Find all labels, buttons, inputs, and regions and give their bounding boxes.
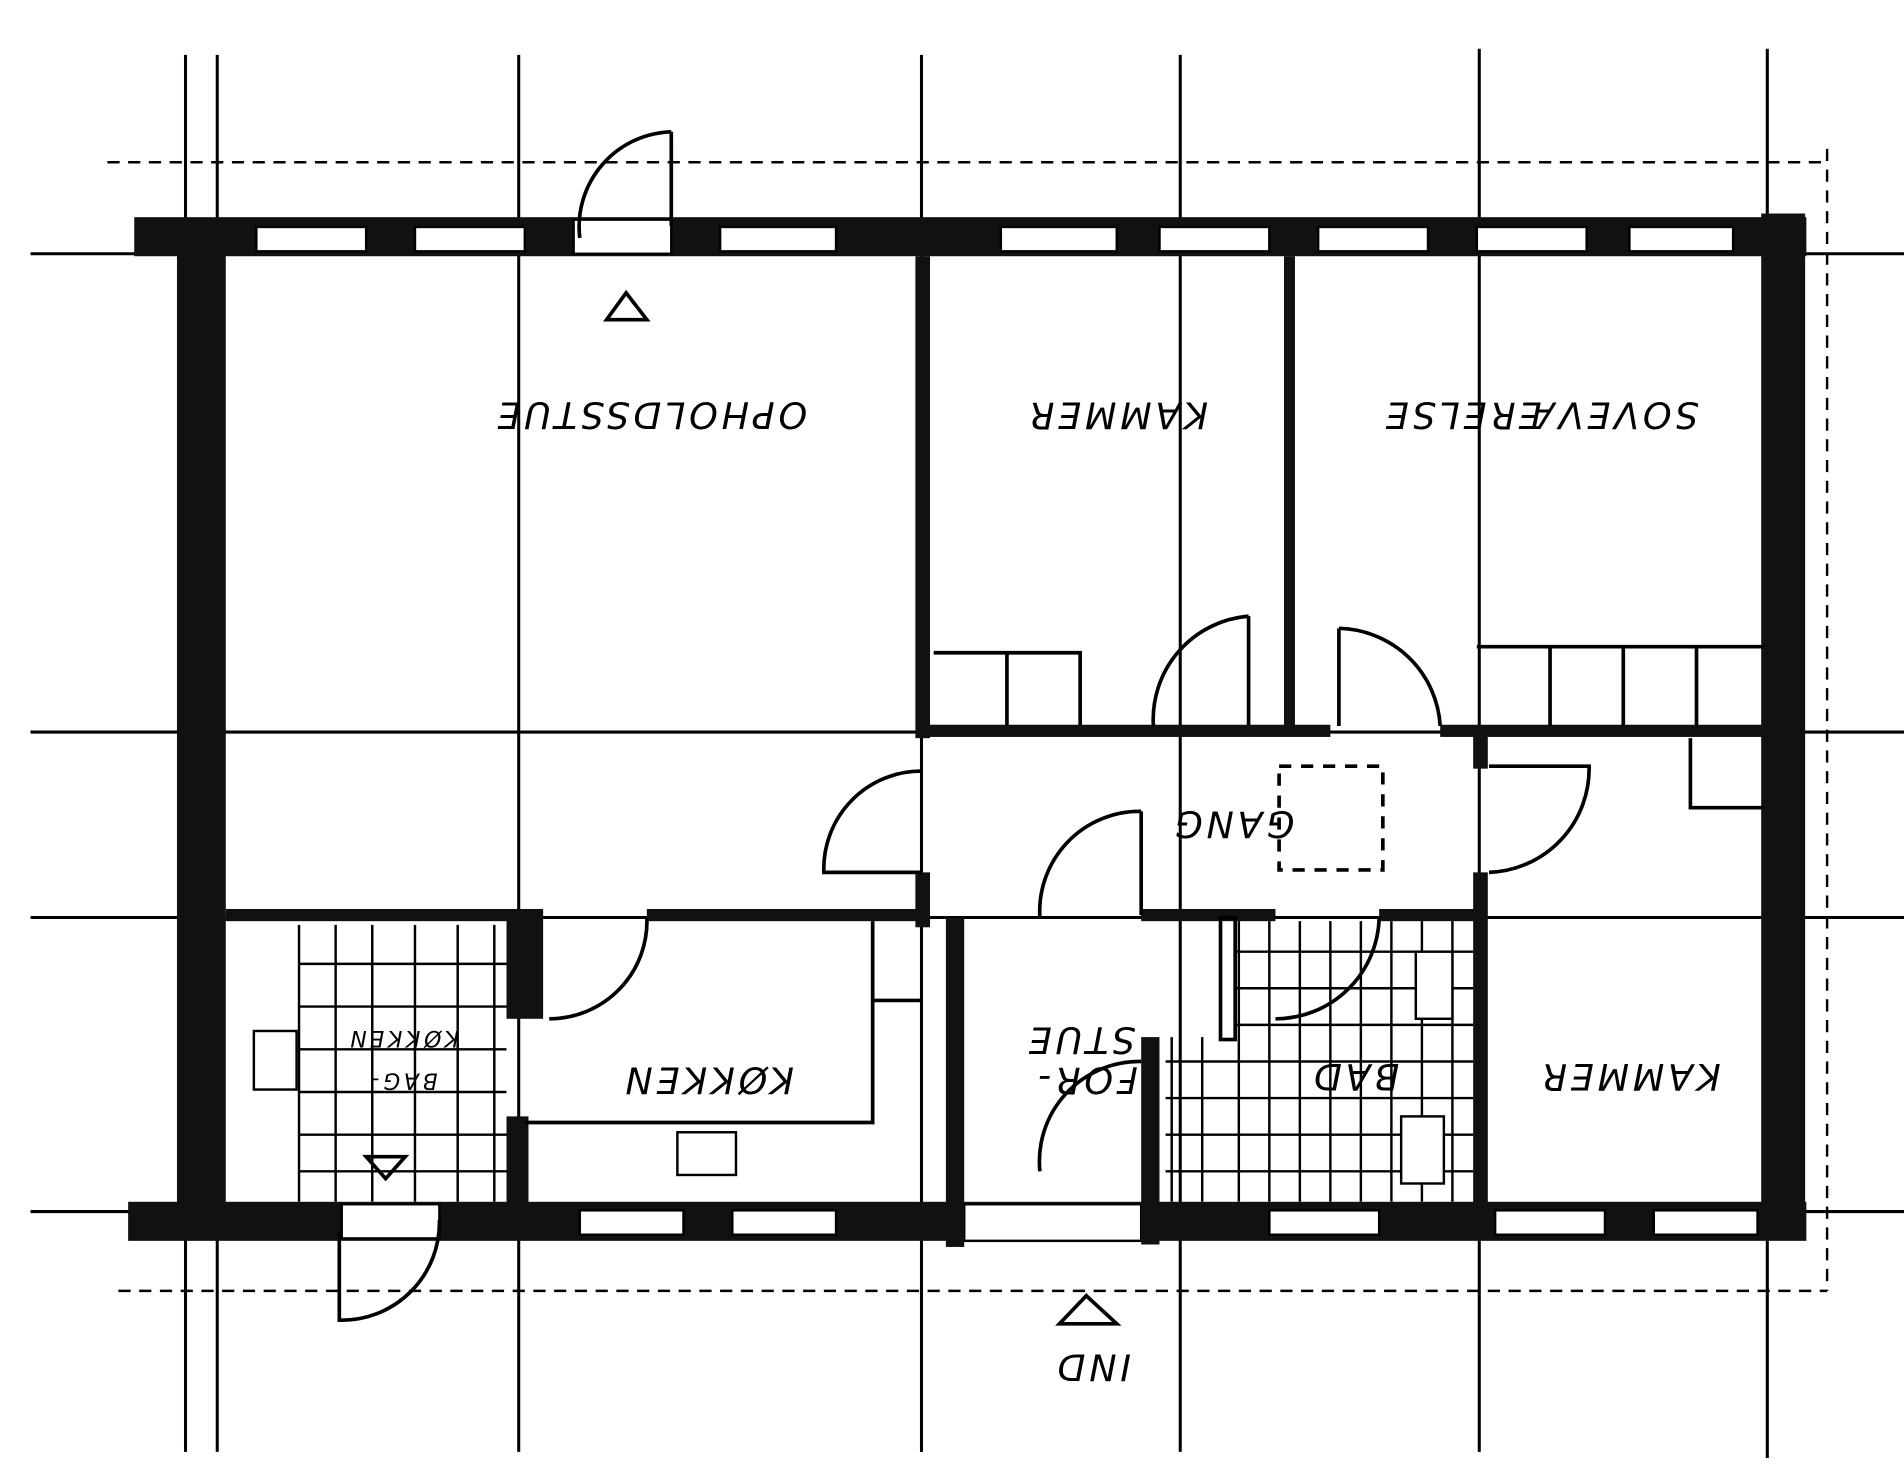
entry-markers bbox=[362, 289, 1122, 1326]
label-room-top: KAMMER bbox=[1025, 394, 1208, 437]
tiled-floors bbox=[252, 921, 1474, 1202]
label-living-room: OPHOLDSSTUE bbox=[494, 394, 807, 437]
wardrobes bbox=[524, 644, 1764, 1125]
label-hall: GANG bbox=[1171, 802, 1295, 845]
label-utility-2: KØKKEN bbox=[347, 1025, 459, 1050]
label-bath: BAD bbox=[1310, 1055, 1399, 1098]
interior-walls bbox=[225, 256, 1764, 1247]
windows bbox=[255, 218, 1759, 1243]
label-entry-2: STUE bbox=[1025, 1018, 1135, 1061]
label-entrance: IND bbox=[1054, 1345, 1131, 1388]
room-labels: OPHOLDSSTUE KAMMER SOVEVÆRELSE GANG KØKK… bbox=[347, 394, 1721, 1389]
roof-outline bbox=[107, 148, 1829, 1293]
label-room-bottom: KAMMER bbox=[1538, 1055, 1721, 1098]
label-entry-1: FOR- bbox=[1035, 1059, 1138, 1102]
label-bedroom: SOVEVÆRELSE bbox=[1382, 394, 1698, 437]
label-kitchen: KØKKEN bbox=[622, 1059, 794, 1102]
label-utility-1: BAG- bbox=[368, 1068, 438, 1093]
grid-lines bbox=[30, 48, 1904, 1459]
